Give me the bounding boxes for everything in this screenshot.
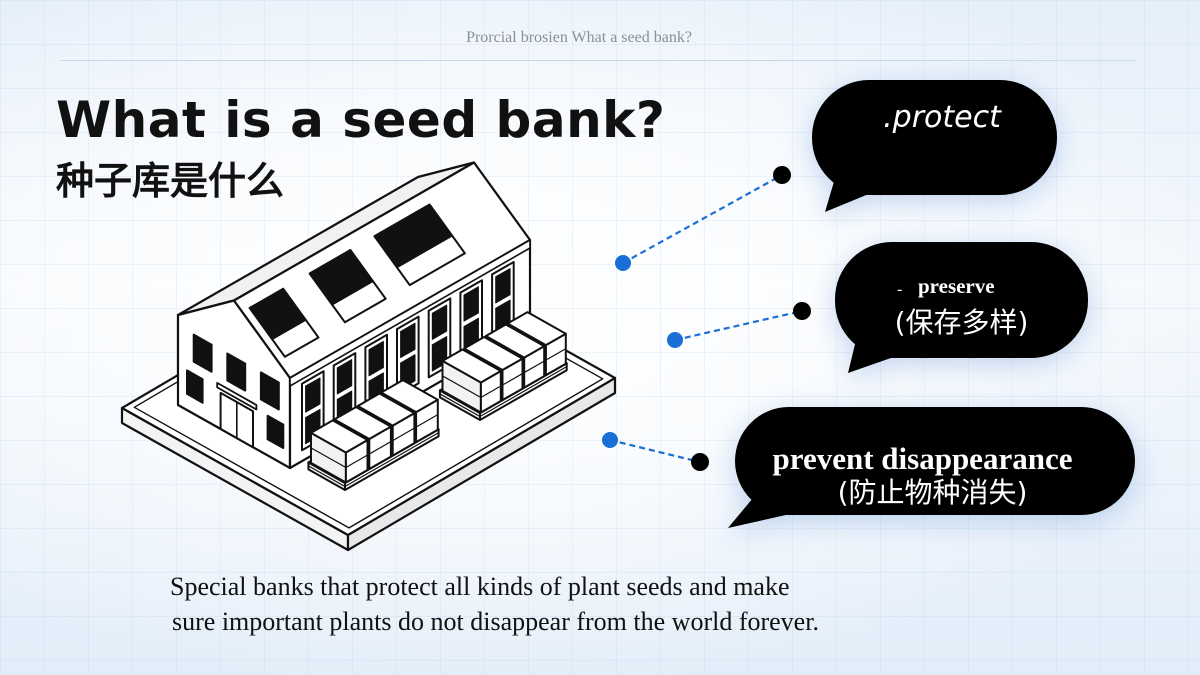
gable-window (192, 333, 213, 373)
crate-top (484, 323, 546, 359)
bubble-preserve-mark: - (897, 281, 903, 298)
crate-band (442, 375, 482, 399)
bubble-preserve-label: preserve (918, 274, 995, 298)
crate-top (441, 348, 502, 384)
window-pane (305, 377, 321, 413)
crate-band (415, 414, 439, 428)
page-title: What is a seed bank? (56, 91, 666, 149)
crate-band (310, 447, 347, 469)
window-pane (431, 304, 448, 340)
crate-top (506, 311, 567, 347)
crate-band (502, 373, 523, 386)
crate-band (545, 348, 567, 361)
gable-window (186, 369, 204, 404)
gable-window (266, 414, 285, 449)
roof-vent (373, 203, 453, 269)
slide-header-title: Prorcial brosien What a seed bank? (466, 29, 692, 46)
description-line-1: Special banks that protect all kinds of … (170, 572, 790, 601)
page-subtitle: 种子库是什么 (56, 159, 285, 203)
connector-dot-black (773, 166, 791, 184)
connector-dot-black (691, 453, 709, 471)
crate-band (523, 360, 545, 374)
door-canopy (216, 381, 258, 411)
crate-band (392, 427, 415, 442)
pallet-band (439, 393, 481, 418)
bubble-body (835, 242, 1088, 358)
window-pane (368, 340, 384, 377)
speech-bubble-prevent (728, 407, 1135, 528)
bubble-body (812, 80, 1057, 195)
bubble-body (735, 407, 1135, 515)
crate-top (356, 392, 416, 427)
bubble-protect-label: .protect (883, 100, 1001, 135)
bubble-prevent-label: prevent disappearance (772, 441, 1073, 476)
bubble-tail (825, 168, 888, 212)
connector-line (609, 438, 701, 464)
gable-window (226, 352, 247, 392)
roof-vent (308, 249, 374, 306)
crate-top (380, 379, 439, 414)
crate-top (463, 336, 524, 371)
header-divider (60, 60, 1135, 61)
building-drawing (120, 161, 617, 552)
bubble-tail (728, 492, 808, 528)
connector-preserve (667, 302, 811, 348)
window-pane (400, 322, 416, 359)
window-pane (336, 359, 353, 395)
connector-prevent (602, 432, 709, 471)
bubble-tail (848, 332, 908, 373)
crate-top (310, 419, 369, 454)
speech-bubble-protect (812, 80, 1057, 212)
pallet-band (308, 465, 346, 488)
window-pane (495, 268, 511, 304)
bubble-prevent-sublabel: (防止物种消失) (837, 476, 1028, 509)
crate-band (345, 454, 368, 469)
crate-band (480, 385, 502, 399)
roof-vent (248, 287, 307, 340)
window-pane (463, 286, 479, 322)
connector-protect (615, 166, 791, 271)
crate-top (333, 406, 392, 440)
connector-line (622, 174, 783, 264)
bubble-preserve-sublabel: (保存多样) (894, 306, 1029, 339)
roof-eave-band (289, 239, 531, 387)
pallet-band (479, 366, 567, 418)
connector-dot-blue (602, 432, 618, 448)
pallet-band (344, 432, 439, 488)
connector-dot-blue (615, 255, 631, 271)
gable-window (259, 371, 280, 411)
description-line-2: sure important plants do not disappear f… (172, 607, 819, 636)
connector-dot-black (793, 302, 811, 320)
crate-band (368, 441, 392, 455)
connector-dot-blue (667, 332, 683, 348)
connector-line (674, 309, 803, 342)
speech-bubble-preserve (835, 242, 1088, 373)
